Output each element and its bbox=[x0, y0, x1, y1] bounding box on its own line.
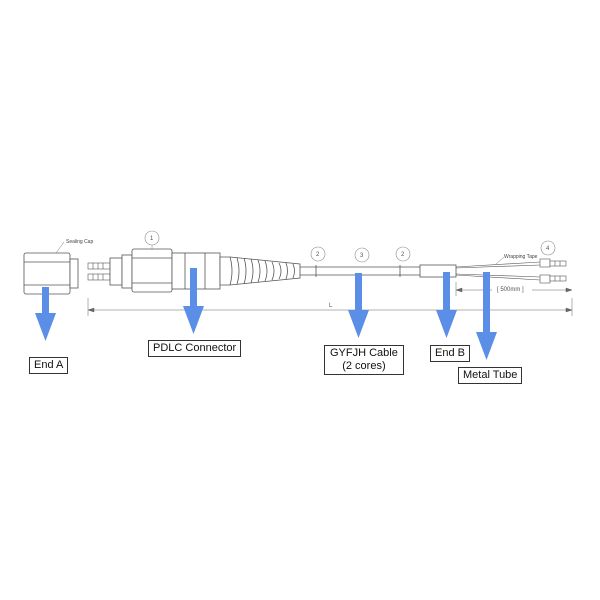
arrow-pdlc-connector bbox=[183, 268, 204, 334]
sealing-cap bbox=[23, 252, 79, 295]
arrow-metal-tube bbox=[476, 272, 497, 360]
gyfjh-cable-label-line1: GYFJH Cable bbox=[330, 347, 398, 359]
wrapping-tape-leader bbox=[495, 256, 505, 265]
part-balloon-2b: 2 bbox=[395, 246, 411, 262]
svg-text:4: 4 bbox=[546, 246, 550, 252]
end-a-label: End A bbox=[29, 357, 69, 374]
svg-text:2: 2 bbox=[401, 252, 405, 258]
length-l-label: L bbox=[329, 303, 333, 309]
gyfjh-cable-label: GYFJH Cable (2 cores) bbox=[324, 345, 404, 375]
svg-text:1: 1 bbox=[150, 236, 154, 242]
metal-tube bbox=[419, 264, 457, 278]
strain-relief-boot bbox=[219, 256, 301, 286]
part-balloon-4: 4 bbox=[540, 240, 556, 256]
part-balloon-3: 3 bbox=[354, 247, 370, 263]
ferrule-pair-b bbox=[539, 258, 567, 284]
gyfjh-cable-label-line2: (2 cores) bbox=[342, 360, 386, 372]
sealing-cap-note: Sealing Cap bbox=[66, 239, 93, 245]
svg-text:3: 3 bbox=[360, 253, 364, 259]
end-b-label: End B bbox=[430, 345, 470, 362]
part-balloon-2a: 2 bbox=[310, 246, 326, 262]
breakout-label-bg bbox=[492, 283, 532, 293]
pdlc-connector-label: PDLC Connector bbox=[148, 340, 242, 357]
dimension-length-l bbox=[87, 298, 573, 316]
metal-tube-label: Metal Tube bbox=[458, 367, 523, 384]
arrow-end-a bbox=[35, 287, 56, 341]
arrow-gyfjh-cable bbox=[348, 273, 369, 338]
arrow-end-b bbox=[436, 272, 457, 338]
pdlc-connector-body bbox=[109, 248, 221, 293]
svg-text:2: 2 bbox=[316, 252, 320, 258]
sealing-cap-leader bbox=[55, 241, 65, 254]
part-balloon-1: 1 bbox=[144, 230, 160, 250]
wrapping-tape-fanout bbox=[455, 261, 541, 281]
breakout-length-label: [ 500mm ] bbox=[497, 287, 524, 293]
ferrule-pair-a bbox=[87, 262, 111, 281]
wrapping-tape-note: Wrapping Tape bbox=[504, 254, 538, 260]
